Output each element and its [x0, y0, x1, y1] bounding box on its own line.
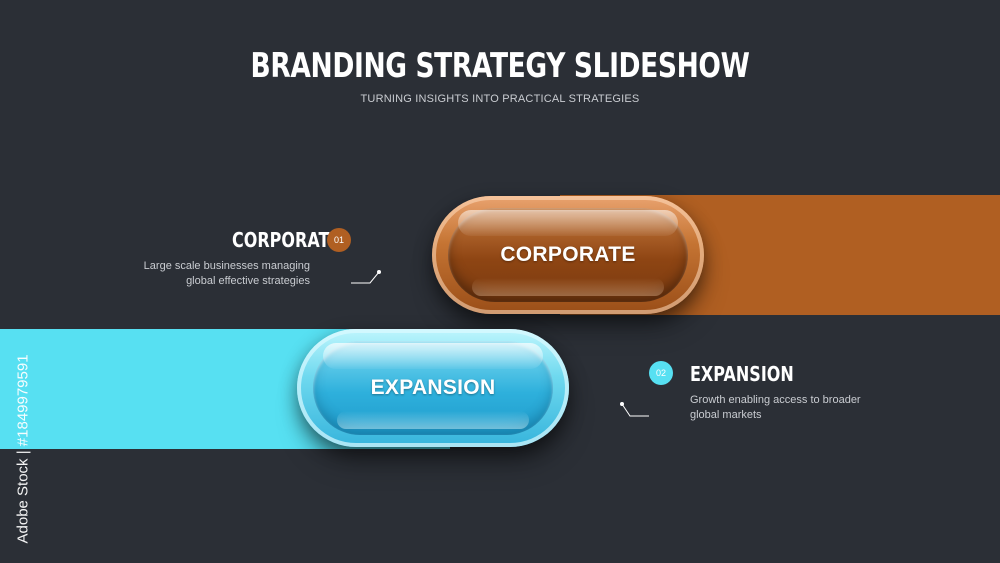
- corporate-description-line1: Large scale businesses managing: [143, 260, 310, 272]
- expansion-description-line2: global markets: [690, 409, 762, 421]
- corporate-number-badge: 01: [327, 228, 351, 252]
- corporate-connector-line: [351, 270, 381, 284]
- expansion-number-badge: 02: [649, 361, 673, 385]
- slide-title: BRANDING STRATEGY SLIDESHOW: [250, 46, 750, 86]
- corporate-pill-label: CORPORATE: [500, 243, 636, 266]
- expansion-description: Growth enabling access to broader global…: [690, 393, 890, 423]
- expansion-pill-lowgloss: [337, 411, 529, 429]
- expansion-connector-line: [620, 402, 649, 417]
- adobe-stock-watermark-text: Adobe Stock | #1849979591: [14, 354, 32, 544]
- corporate-description: Large scale businesses managing global e…: [130, 259, 310, 289]
- slide-subtitle: TURNING INSIGHTS INTO PRACTICAL STRATEGI…: [360, 93, 640, 105]
- corporate-description-line2: global effective strategies: [186, 275, 310, 287]
- expansion-heading: EXPANSION: [690, 362, 794, 386]
- expansion-description-line1: Growth enabling access to broader: [690, 394, 861, 406]
- corporate-pill: CORPORATE: [432, 196, 704, 314]
- adobe-stock-watermark-side: Adobe Stock | #1849979591: [8, 320, 32, 550]
- corporate-pill-lowgloss: [472, 278, 664, 296]
- expansion-pill: EXPANSION: [297, 329, 569, 447]
- expansion-pill-gloss: [323, 343, 543, 369]
- expansion-pill-label: EXPANSION: [370, 376, 496, 399]
- corporate-pill-gloss: [458, 210, 678, 236]
- corporate-heading: CORPORATE: [232, 228, 341, 252]
